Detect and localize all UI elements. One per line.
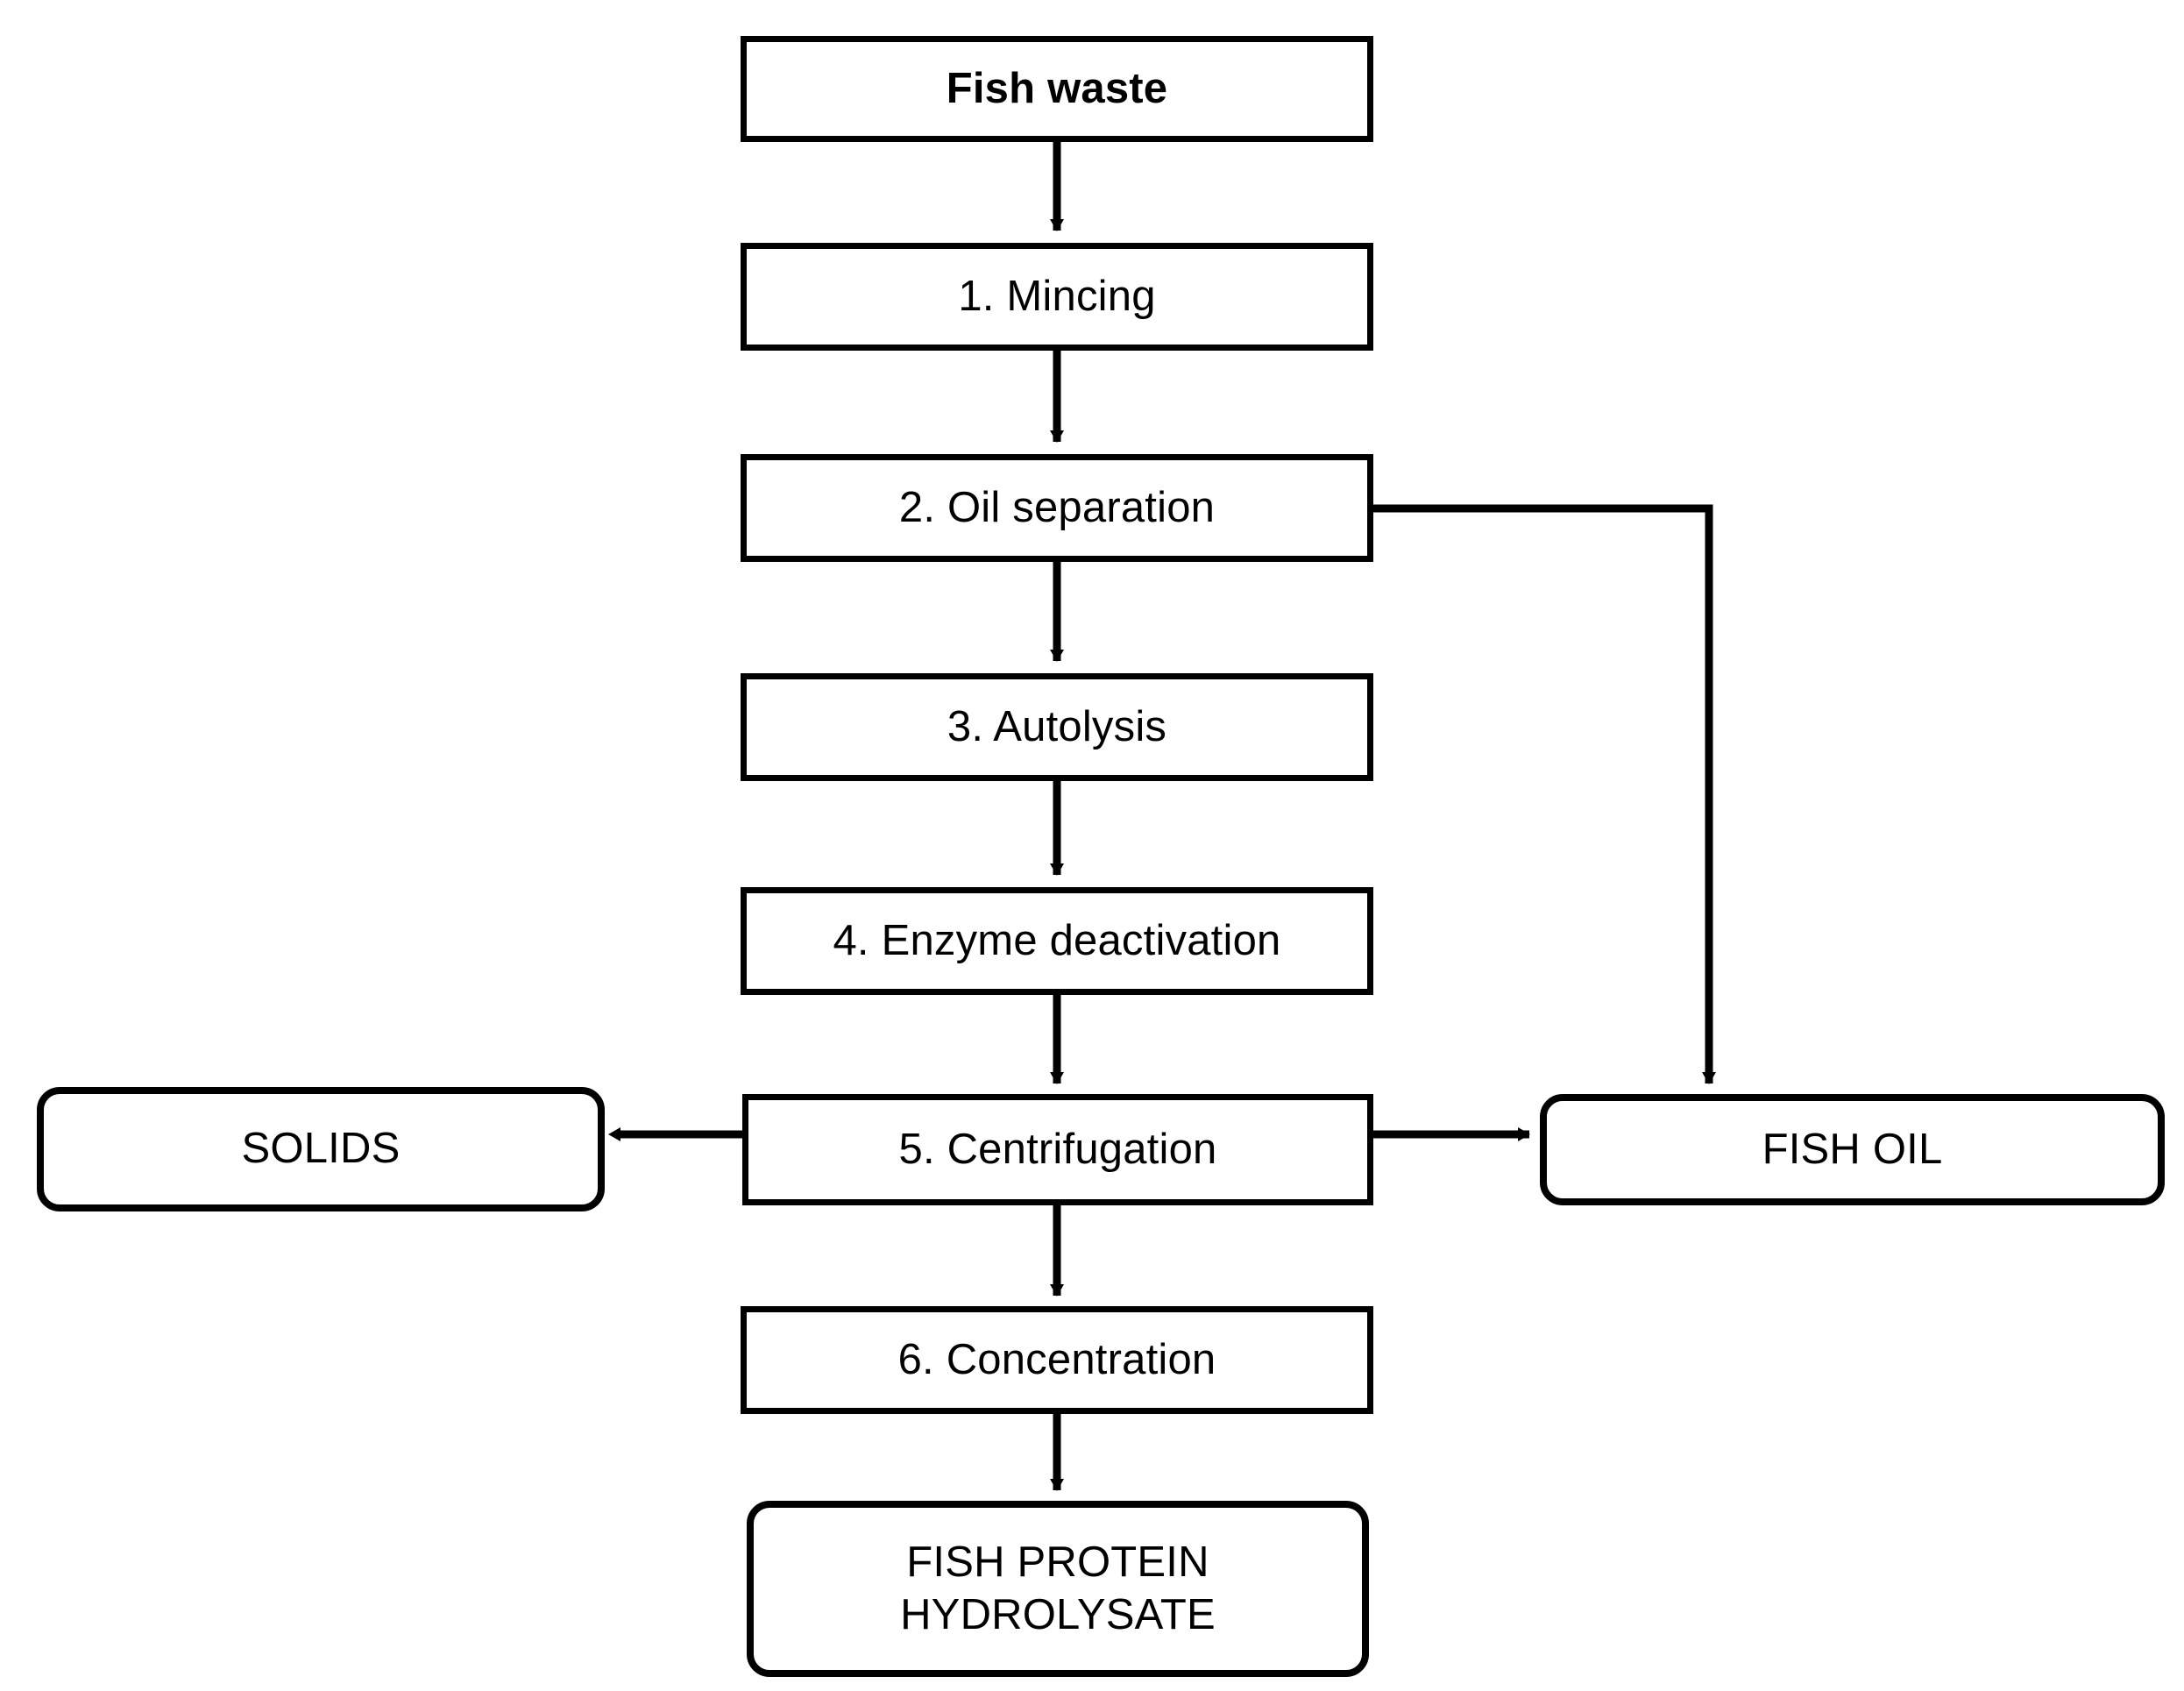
node-autolysis-label: 3. Autolysis	[947, 702, 1167, 750]
edge-oilseparation-to-fishoil	[1373, 504, 1716, 1084]
node-fish-oil[interactable]: FISH OIL	[1540, 1094, 2165, 1205]
node-fish-waste-label: Fish waste	[946, 64, 1168, 112]
node-fish-waste[interactable]: Fish waste	[741, 36, 1373, 142]
node-centrifugation-label: 5. Centrifugation	[898, 1125, 1217, 1173]
node-fish-protein-hydrolysate-label: FISH PROTEIN HYDROLYSATE	[900, 1538, 1216, 1638]
node-centrifugation[interactable]: 5. Centrifugation	[742, 1094, 1373, 1205]
node-mincing[interactable]: 1. Mincing	[741, 243, 1373, 351]
node-enzyme-deactivation[interactable]: 4. Enzyme deactivation	[741, 887, 1373, 995]
node-concentration[interactable]: 6. Concentration	[741, 1306, 1373, 1414]
node-enzyme-deactivation-label: 4. Enzyme deactivation	[833, 916, 1281, 964]
node-autolysis[interactable]: 3. Autolysis	[741, 673, 1373, 781]
node-solids-label: SOLIDS	[241, 1125, 401, 1173]
node-oil-separation[interactable]: 2. Oil separation	[741, 454, 1373, 562]
node-solids[interactable]: SOLIDS	[37, 1087, 605, 1211]
node-fish-oil-label: FISH OIL	[1762, 1125, 1943, 1173]
node-concentration-label: 6. Concentration	[897, 1335, 1216, 1383]
node-oil-separation-label: 2. Oil separation	[898, 483, 1216, 531]
node-fish-protein-hydrolysate[interactable]: FISH PROTEIN HYDROLYSATE	[747, 1501, 1369, 1677]
node-mincing-label: 1. Mincing	[958, 272, 1156, 320]
